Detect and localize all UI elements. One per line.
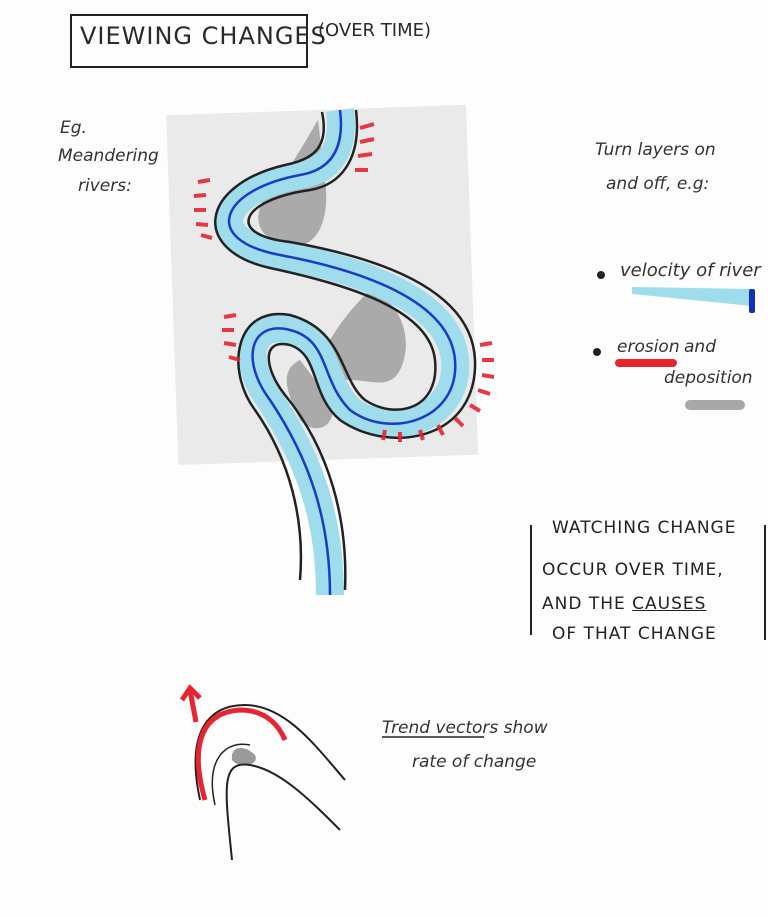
trend-deposition bbox=[231, 748, 256, 766]
layer-velocity-label[interactable]: velocity of river bbox=[620, 260, 761, 281]
note-causes: CAUSES bbox=[632, 594, 707, 614]
title-box bbox=[70, 14, 308, 68]
erosion-hatching bbox=[193, 122, 495, 442]
note-line-3: AND THE CAUSES bbox=[542, 594, 706, 614]
erosion-swatch bbox=[615, 359, 677, 367]
trend-word: Trend bbox=[382, 718, 431, 738]
note-line-1: WATCHING CHANGE bbox=[552, 518, 737, 538]
page-subtitle: (OVER TIME) bbox=[318, 20, 432, 41]
trend-arrow-icon bbox=[179, 684, 202, 723]
deposition-area bbox=[258, 120, 406, 429]
example-label-2: Meandering bbox=[58, 146, 159, 166]
note-bar-left bbox=[530, 525, 532, 635]
layer-erosion-and: and bbox=[684, 337, 716, 357]
note-line-3-prefix: AND THE bbox=[542, 594, 633, 614]
layers-intro-2: and off, e.g: bbox=[606, 174, 710, 194]
layer-erosion-label[interactable]: erosion bbox=[617, 337, 680, 357]
deposition-swatch bbox=[685, 400, 745, 410]
example-label-3: rivers: bbox=[78, 176, 132, 196]
trend-line-2: rate of change bbox=[412, 752, 537, 772]
trend-show-word: show bbox=[503, 718, 548, 738]
river-flow-line bbox=[228, 109, 457, 596]
example-label-1: Eg. bbox=[60, 118, 87, 138]
trend-bank-inner bbox=[225, 763, 341, 861]
trend-line-1: Trend vectors show bbox=[382, 718, 548, 738]
velocity-accent bbox=[749, 289, 755, 313]
note-bar-right bbox=[764, 525, 766, 640]
velocity-swatch bbox=[632, 287, 752, 306]
trend-bank-mid bbox=[211, 743, 251, 806]
bullet-icon bbox=[593, 348, 601, 356]
trend-erosion bbox=[195, 707, 288, 801]
river-bank-right bbox=[247, 109, 477, 591]
bullet-icon bbox=[597, 271, 605, 279]
layers-intro-1: Turn layers on bbox=[595, 140, 716, 160]
river-bank-left bbox=[214, 111, 437, 581]
layer-deposition-label[interactable]: deposition bbox=[664, 368, 753, 388]
trend-vectors-word: vectors bbox=[435, 718, 499, 738]
note-line-4: OF THAT CHANGE bbox=[552, 624, 717, 644]
page-title: VIEWING CHANGES bbox=[80, 22, 327, 50]
note-line-2: OCCUR OVER TIME, bbox=[542, 560, 724, 580]
